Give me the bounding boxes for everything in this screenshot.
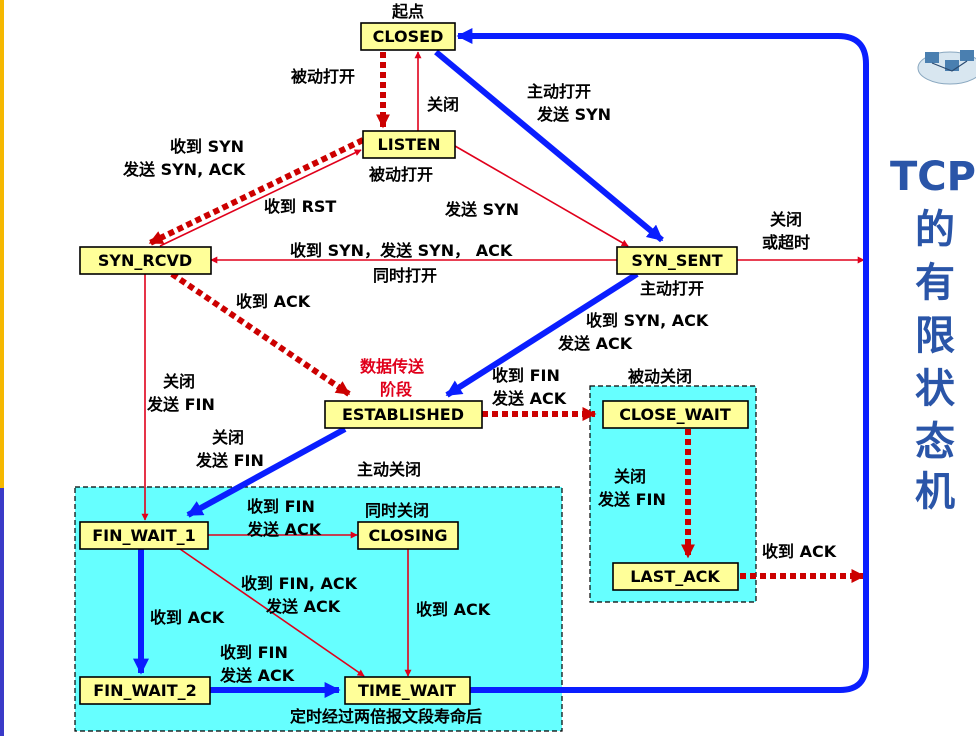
label-close-or-timeout-2: 或超时 <box>762 233 810 252</box>
state-syn-sent-box <box>616 246 738 275</box>
title-line-7: 机 <box>915 469 955 515</box>
label-send-ack-sent: 发送 ACK <box>557 334 633 353</box>
state-fin-wait-2: FIN_WAIT_2 <box>93 681 197 700</box>
label-send-ack-est: 发送 ACK <box>491 389 567 408</box>
label-recv-syn-ack: 收到 SYN, ACK <box>586 311 709 330</box>
arrow-established-finwait1 <box>186 426 347 518</box>
title-line-1: TCP <box>890 154 976 200</box>
state-established-box <box>324 400 483 429</box>
state-syn-rcvd: SYN_RCVD <box>98 251 192 270</box>
arrow-synsent-established <box>445 271 639 398</box>
label-active-close: 主动关闭 <box>357 460 421 479</box>
label-recv-ack-fw1: 收到 ACK <box>150 608 225 627</box>
title-line-2: 的 <box>915 207 955 253</box>
network-icon <box>917 50 976 85</box>
state-time-wait-box <box>344 676 471 705</box>
left-strip-blue <box>0 488 4 736</box>
state-fin-wait-1-box <box>79 521 209 550</box>
label-simul-close: 同时关闭 <box>365 501 429 520</box>
label-recv-rst: 收到 RST <box>264 197 336 216</box>
arrow-synrcvd-established <box>170 271 351 397</box>
label-passive-close: 被动关闭 <box>628 367 692 386</box>
state-time-wait: TIME_WAIT <box>358 681 456 700</box>
label-data-transfer-2: 阶段 <box>380 380 413 399</box>
label-recv-fin-est: 收到 FIN <box>492 366 560 385</box>
label-close-rcvd-1: 关闭 <box>163 372 195 391</box>
state-last-ack: LAST_ACK <box>630 567 720 586</box>
state-last-ack-box <box>612 562 739 591</box>
label-send-syn-2: 发送 SYN <box>444 200 519 219</box>
title-line-3: 有 <box>915 260 955 306</box>
label-close-est-2: 发送 FIN <box>195 451 264 470</box>
state-listen: LISTEN <box>378 135 441 154</box>
label-close-cw-2: 发送 FIN <box>597 490 666 509</box>
title-line-4: 限 <box>915 313 955 359</box>
label-passive-open-listen: 被动打开 <box>369 165 433 184</box>
label-close-or-timeout-1: 关闭 <box>770 210 802 229</box>
arrow-finwait1-timewait <box>179 548 365 677</box>
state-close-wait-box <box>602 400 749 429</box>
label-close-cw-1: 关闭 <box>614 467 646 486</box>
label-send-ack-fw2: 发送 ACK <box>219 666 295 685</box>
state-syn-rcvd-box <box>79 246 212 275</box>
state-fin-wait-2-box <box>79 676 211 705</box>
label-send-syn-1: 发送 SYN <box>536 105 611 124</box>
label-start: 起点 <box>391 2 424 21</box>
arrow-synrcvd-listen <box>159 149 362 247</box>
label-recv-ack-rcvd: 收到 ACK <box>236 292 311 311</box>
label-recv-ack-closing: 收到 ACK <box>416 600 491 619</box>
label-recv-ack-lastack: 收到 ACK <box>762 542 837 561</box>
label-active-open-sent: 主动打开 <box>640 279 704 298</box>
label-simul-open-2: 同时打开 <box>373 266 437 285</box>
label-timeout-2msl: 定时经过两倍报文段寿命后 <box>289 707 482 726</box>
arrow-listen-synsent <box>454 145 629 247</box>
state-closing-box <box>357 521 459 550</box>
label-recv-fin-fw1: 收到 FIN <box>247 497 315 516</box>
label-data-transfer-1: 数据传送 <box>360 357 425 376</box>
state-fin-wait-1: FIN_WAIT_1 <box>92 526 196 545</box>
state-listen-box <box>362 130 456 159</box>
title-line-5: 状 <box>915 366 956 412</box>
label-simul-open-1: 收到 SYN，发送 SYN， ACK <box>290 241 513 260</box>
label-recv-fin-fw2: 收到 FIN <box>220 643 288 662</box>
label-send-ack-fw1: 发送 ACK <box>246 520 322 539</box>
label-recv-syn: 收到 SYN <box>170 137 244 156</box>
arrow-timewait-closed-loop <box>456 28 869 693</box>
state-established: ESTABLISHED <box>342 405 464 424</box>
label-recv-fin-ack-1: 收到 FIN, ACK <box>241 574 358 593</box>
state-syn-sent: SYN_SENT <box>631 251 722 270</box>
label-passive-open-closed: 被动打开 <box>291 67 355 86</box>
title-line-6: 态 <box>915 419 955 465</box>
label-recv-fin-ack-2: 发送 ACK <box>265 597 341 616</box>
label-active-open: 主动打开 <box>527 82 591 101</box>
label-close-rcvd-2: 发送 FIN <box>146 395 215 414</box>
label-send-syn-ack: 发送 SYN, ACK <box>122 160 246 179</box>
left-strip-yellow <box>0 0 4 488</box>
label-close-listen: 关闭 <box>427 95 459 114</box>
state-closing: CLOSING <box>369 526 448 545</box>
state-closed-box <box>360 22 456 51</box>
arrow-closed-synsent <box>434 49 664 243</box>
state-closed: CLOSED <box>373 27 444 46</box>
label-close-est-1: 关闭 <box>212 428 244 447</box>
state-close-wait: CLOSE_WAIT <box>619 405 731 424</box>
